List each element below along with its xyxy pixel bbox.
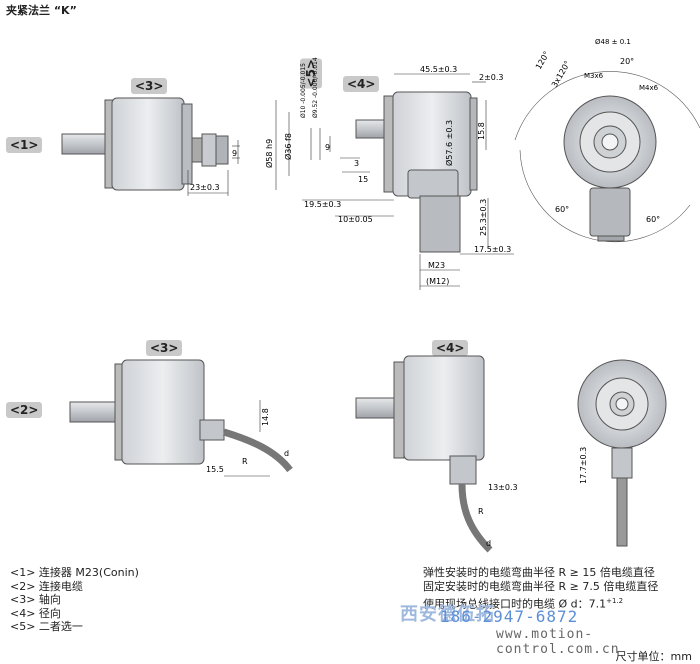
dim-23: 23±0.3 [190, 183, 220, 192]
dim-25-3: 25.3±0.3 [479, 199, 488, 236]
legend-item: <4> 径向 [10, 606, 61, 620]
tag-radial-bottom: <4> [432, 340, 469, 356]
dim-3: 3 [354, 159, 359, 168]
dim-d: d [284, 449, 289, 458]
legend-item: <2> 连接电缆 [10, 579, 83, 593]
dim-m3x6: M3x6 [584, 72, 604, 80]
dim-d36: Ø36 f8 [283, 133, 293, 160]
tag-row-connector: <1> [6, 137, 43, 153]
dim-d10: Ø10 -0.005/-0.015 [300, 63, 307, 118]
radial-cable-view [355, 355, 493, 553]
watermark-phone: 186-2947-6872 [440, 607, 579, 626]
dim-17-7: 17.7±0.3 [579, 447, 588, 484]
dim-15-5: 15.5 [206, 465, 224, 474]
dim-d952: Ø9.52 -0.006/-0.014 [312, 57, 319, 118]
dim-20deg: 20° [620, 57, 634, 66]
units-label: 尺寸单位：mm [615, 650, 692, 663]
dim-d2: d [486, 539, 491, 548]
dim-15-8: 15.8 [477, 122, 486, 140]
axial-connector-dims [187, 140, 240, 196]
dim-14-8: 14.8 [261, 408, 270, 426]
axial-cable-dims [224, 400, 270, 477]
tag-axial-top: <3> [131, 78, 168, 94]
dim-10b: 10±0.05 [338, 215, 373, 224]
watermark-url: www.motion-control.com.cn [496, 627, 620, 657]
dim-m23: M23 [428, 261, 445, 270]
dim-m12: (M12) [426, 277, 449, 286]
cable-notes: 弹性安装时的电缆弯曲半径 R ≥ 15 倍电缆直径 固定安装时的电缆弯曲半径 R… [423, 566, 658, 612]
legend-item: <1> 连接器 M23(Conin) [10, 566, 139, 579]
tag-row-cable: <2> [6, 402, 43, 418]
radial-connector-dims [275, 73, 514, 290]
radial-connector-view [355, 91, 478, 253]
dim-d57: Ø57.6 ±0.3 [444, 120, 454, 166]
watermark-brand: 西安德伍拓 [400, 604, 495, 625]
legend: <1> 连接器 M23(Conin) <2> 连接电缆 <3> 轴向 <4> 径… [10, 566, 139, 634]
dim-15: 15 [358, 175, 368, 184]
dim-r: R [242, 457, 248, 466]
dim-9: 9 [232, 149, 237, 158]
page-title: 夹紧法兰 “K” [6, 4, 77, 17]
note-line: 固定安装时的电缆弯曲半径 R ≥ 7.5 倍电缆直径 [423, 580, 659, 593]
dim-17-5: 17.5±0.3 [474, 245, 511, 254]
legend-item: <3> 轴向 [10, 593, 61, 606]
dim-120deg: 120° [534, 50, 551, 71]
axial-connector-view [61, 97, 229, 191]
axial-cable-view [69, 359, 293, 473]
dim-13: 13±0.3 [488, 483, 518, 492]
front-view-connector [514, 71, 700, 243]
dim-d58: Ø58 h9 [264, 139, 274, 168]
dim-9b: 9 [325, 143, 330, 152]
dim-2: 2±0.3 [479, 73, 504, 82]
dim-60deg-a: 60° [555, 205, 569, 214]
dim-d48: Ø48 ± 0.1 [595, 38, 631, 46]
note-line: 弹性安装时的电缆弯曲半径 R ≥ 15 倍电缆直径 [423, 566, 655, 579]
tag-radial-top: <4> [343, 76, 380, 92]
legend-item: <5> 二者选一 [10, 620, 83, 633]
dim-45: 45.5±0.3 [420, 65, 457, 74]
dim-3x120deg: 3x120° [550, 59, 572, 89]
tag-axial-bottom: <3> [146, 340, 183, 356]
dim-60deg-b: 60° [646, 215, 660, 224]
dim-m4x6: M4x6 [639, 84, 659, 92]
note-line: 使用现场总线接口时的电缆 Ø d：7.1+1.2 [423, 597, 624, 611]
front-view-cable [577, 359, 667, 547]
dim-r2: R [478, 507, 484, 516]
dim-19: 19.5±0.3 [304, 200, 341, 209]
